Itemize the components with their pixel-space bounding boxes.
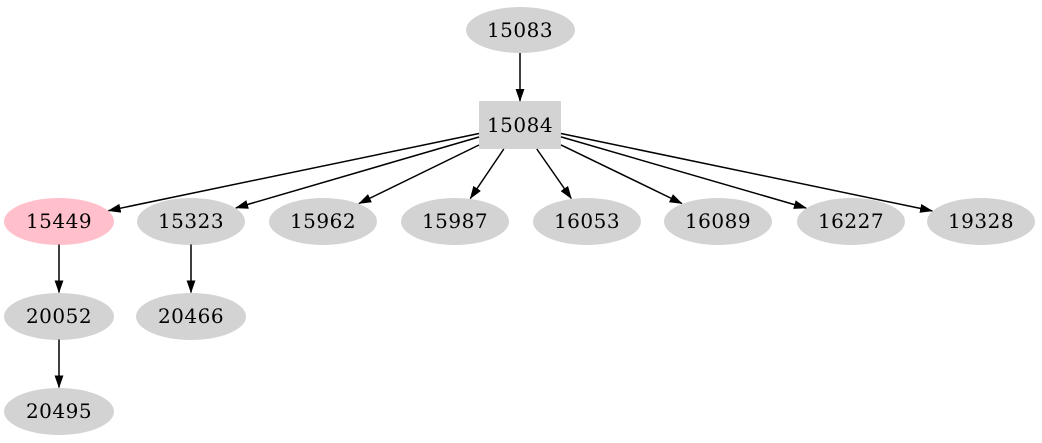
graph-node-label: 20495 [25,399,93,423]
graph-node-label: 15987 [421,209,489,233]
graph-node-20466: 20466 [136,292,246,340]
graph-node-16089: 16089 [664,197,772,245]
graph-node-label: 19328 [947,209,1015,233]
graph-edge-15084-15987 [469,148,505,200]
graph-edge-15084-15323 [235,136,480,209]
graph-node-15449: 15449 [4,197,114,245]
graph-node-label: 16089 [684,209,752,233]
graph-node-label: 15962 [289,209,357,233]
graph-node-label: 20052 [25,304,93,328]
graph-edge-15084-16089 [560,144,683,205]
graph-node-label: 20466 [157,304,225,328]
graph-node-15987: 15987 [401,197,509,245]
graph-node-20495: 20495 [4,387,114,435]
graph-node-15083: 15083 [465,7,575,53]
graph-node-label: 16227 [817,209,885,233]
graph-edge-15084-19328 [560,132,934,213]
graph-node-15084: 15084 [479,101,561,149]
graph-node-15962: 15962 [269,197,377,245]
graph-node-20052: 20052 [4,292,114,340]
graph-edge-15084-15962 [358,144,480,205]
graph-node-label: 15083 [486,18,554,42]
graph-node-16227: 16227 [797,197,905,245]
graph-edge-15084-16227 [560,136,807,209]
graph-node-label: 15449 [25,209,93,233]
graph-node-label: 16053 [553,209,621,233]
graph-edge-15084-16053 [536,148,572,200]
graph-node-label: 15323 [157,209,225,233]
graph-node-label: 15084 [486,113,554,137]
graph-node-19328: 19328 [927,197,1035,245]
graph-node-15323: 15323 [137,197,245,245]
graph-edge-15084-15449 [107,132,480,213]
graph-node-16053: 16053 [533,197,641,245]
